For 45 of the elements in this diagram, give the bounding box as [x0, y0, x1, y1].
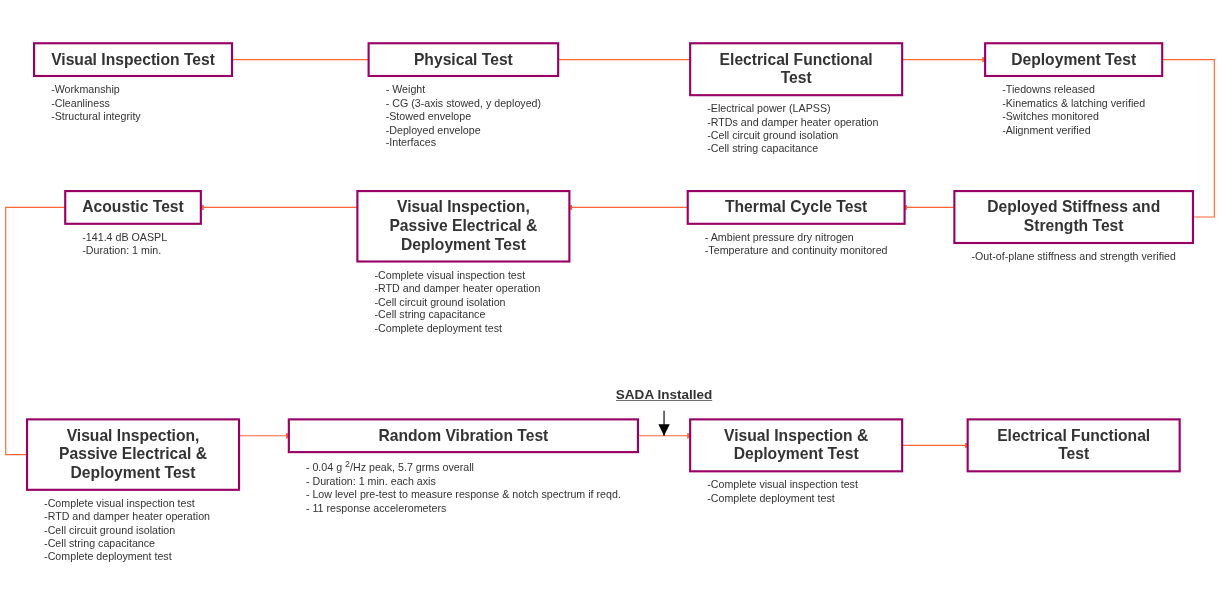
node-label: -Cell string capacitance [44, 537, 156, 550]
process-box: Electrical Functional Test -Electrical power (LAPSS) -RTDs and damper heater operation -Cell circuit ground isolation -Cell string capacitance [689, 42, 904, 155]
node-label: -Cell circuit ground isolation [374, 295, 506, 308]
node-label: -Workmanship [51, 83, 120, 96]
node-label: - 0.04 g $^{2}$/Hz peak, 5.7 grms overall [305, 459, 474, 474]
node-label: -Tiedowns released [1002, 83, 1095, 96]
node-label: -Cell circuit ground isolation [44, 523, 176, 536]
node-label: - Ambient pressure dry nitrogen [704, 231, 854, 244]
node-label: -141.4 dB OASPL [82, 231, 168, 244]
node-label: - Duration: 1 min. each axis [305, 474, 436, 488]
node-label: -Stowed envelope [385, 110, 472, 123]
note-text: SADA Installed [615, 387, 713, 403]
node-label: -Interfaces [385, 136, 437, 149]
node-label: -Cell string capacitance [707, 142, 819, 155]
node-label: - 11 response accelerometers [305, 501, 447, 514]
node-label: -Switches monitored [1002, 110, 1099, 123]
node-label: -Electrical power (LAPSS) [707, 102, 831, 115]
node-label: -Cleanliness [51, 96, 110, 109]
node-label: -Structural integrity [51, 110, 141, 123]
node-label: -Kinematics & latching verified [1002, 96, 1146, 109]
node-label: -Cell string capacitance [374, 308, 486, 321]
node-label: -RTDs and damper heater operation [707, 115, 879, 128]
node-label: -Out-of-plane stiffness and strength verified [971, 249, 1176, 263]
node-label: - Weight [385, 83, 426, 96]
process-box: Deployment Test -Tiedowns released -Kinematics & latching verified -Switches monitored -Alignment verified [984, 42, 1164, 136]
node-label: -Temperature and continuity monitored [704, 244, 888, 257]
process-box: Physical Test - Weight - CG (3-axis stowed, y deployed) -Stowed envelope -Deployed envelope -Interfaces [367, 42, 560, 149]
arrow [658, 410, 670, 437]
node-label: -Complete deployment test [707, 491, 835, 504]
process-box: Visual Inspection Test -Workmanship -Cleanliness -Structural integrity [33, 42, 234, 123]
node-label: -RTD and damper heater operation [374, 282, 541, 295]
process-box: Electrical Functional Test [966, 418, 1181, 473]
node-label: -Complete deployment test [44, 550, 172, 563]
node-label: -Cell circuit ground isolation [707, 128, 839, 141]
node-label: -Duration: 1 min. [82, 244, 162, 257]
node-label: -Complete visual inspection test [707, 478, 858, 491]
node-label: - Low level pre-test to measure response & notch spectrum if reqd. [305, 488, 621, 501]
node-label: -Alignment verified [1002, 123, 1091, 136]
node-label: -Deployed envelope [385, 123, 481, 136]
node-label: - CG (3-axis stowed, y deployed) [385, 96, 542, 109]
process-box: Random Vibration Test - 0.04 g $^{2}$/Hz peak, 5.7 grms overall - Duration: 1 min. each axis - Low level pre-test to measure response & notch spectrum if reqd. - 11 response accelerometers [287, 418, 639, 514]
node-label: -RTD and damper heater operation [44, 510, 211, 523]
node-label: -Complete deployment test [374, 322, 502, 335]
node-label: -Complete visual inspection test [374, 268, 526, 281]
node-label: -Complete visual inspection test [44, 497, 195, 510]
